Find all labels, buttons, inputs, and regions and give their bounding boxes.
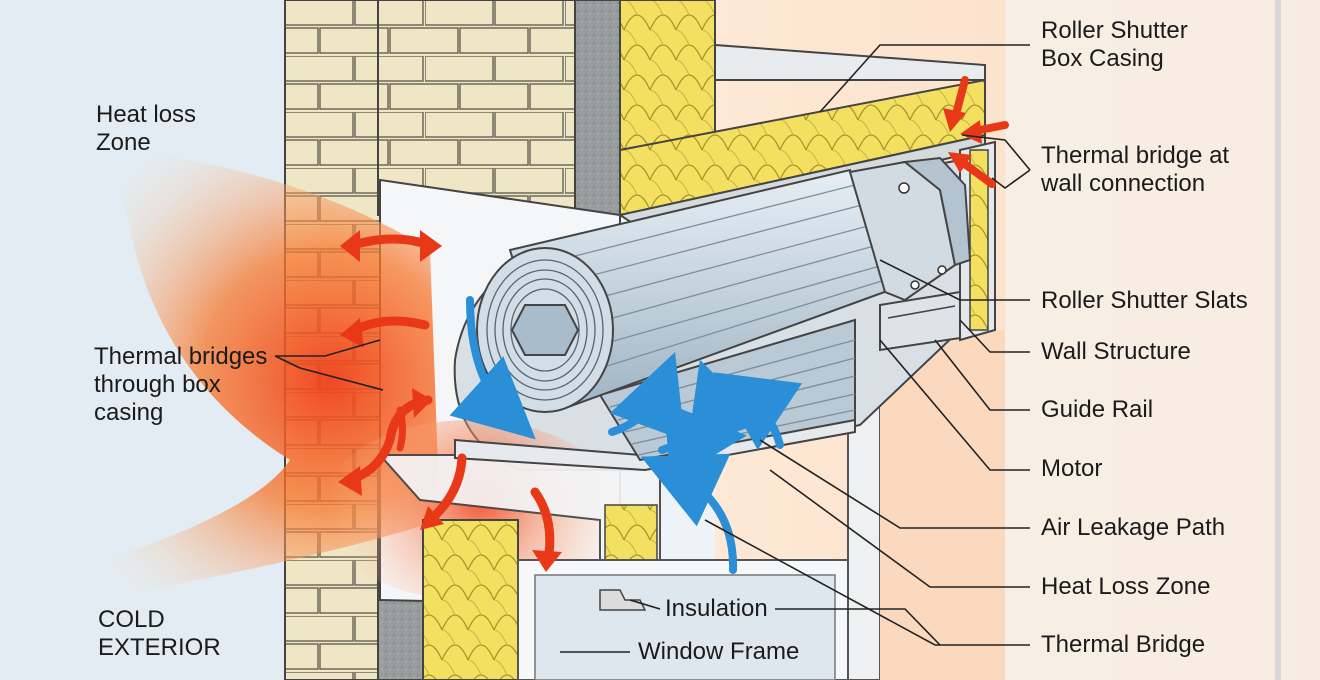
label-cold-exterior: COLD EXTERIOR <box>98 606 221 661</box>
label-guide-rail: Guide Rail <box>1041 396 1154 423</box>
label-wall-structure: Wall Structure <box>1041 338 1191 365</box>
window-glass <box>534 574 836 680</box>
insulation-bottom-rail <box>604 504 658 566</box>
motor-bolt-icon <box>898 182 910 194</box>
label-motor: Motor <box>1041 455 1103 482</box>
label-heat-loss-zone-left: Heat loss Zone <box>96 101 197 156</box>
interior-wall-lower <box>880 330 1005 680</box>
insulation-right-side <box>969 149 989 331</box>
roller-axle <box>510 304 580 356</box>
motor-bolt-icon <box>910 280 920 290</box>
guide-rail-right <box>879 290 961 352</box>
label-air-leakage-path: Air Leakage Path <box>1041 514 1226 541</box>
label-roller-shutter-slats: Roller Shutter Slats <box>1041 287 1248 314</box>
label-roller-shutter-box-casing: Roller Shutter Box Casing <box>1041 17 1188 72</box>
guide-rail-groove <box>887 305 956 319</box>
leader-line-icon <box>274 44 1031 653</box>
label-thermal-bridges-box-casing: Thermal bridges through box casing <box>94 343 268 426</box>
label-window-frame: Window Frame <box>638 638 800 665</box>
insulation-lower <box>422 519 519 680</box>
motor-cap <box>902 156 972 267</box>
air-flow-arrow-icon <box>449 296 803 574</box>
label-heat-loss-zone-right: Heat Loss Zone <box>1041 573 1211 600</box>
label-thermal-bridge: Thermal Bridge <box>1041 631 1206 658</box>
sill-hook <box>599 589 647 611</box>
label-panel <box>1005 0 1320 680</box>
concrete-lintel <box>574 0 621 216</box>
label-thermal-bridge-wall-connection: Thermal bridge at wall connection <box>1041 142 1230 197</box>
heat-arrow-icon <box>338 76 1009 572</box>
label-insulation: Insulation <box>665 595 768 622</box>
motor-bolt-icon <box>937 265 947 275</box>
